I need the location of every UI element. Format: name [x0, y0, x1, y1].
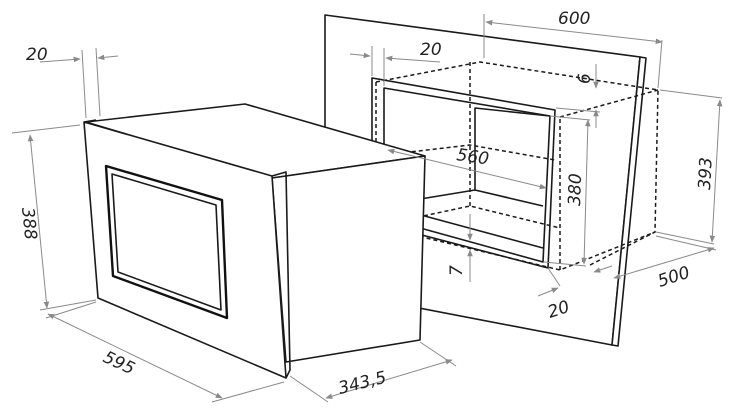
- microwave-door-window: [104, 164, 229, 320]
- dim-microwave-height: 388: [11, 124, 97, 311]
- microwave-body: [83, 103, 426, 379]
- dim-niche-top-gap: 6: [555, 64, 601, 128]
- dim-label-niche-height: 393: [695, 157, 717, 190]
- dim-label-microwave-frame: 20: [26, 45, 48, 65]
- dim-label-cutout-width: 560: [455, 145, 490, 169]
- dim-niche-width: 600: [483, 9, 663, 89]
- dim-label-niche-depth: 500: [655, 263, 692, 292]
- dim-microwave-frame: 20: [26, 45, 119, 119]
- dim-label-microwave-depth: 343,5: [336, 368, 388, 399]
- dim-niche-height: 393: [655, 89, 723, 245]
- dim-label-niche-top-gap: 6: [575, 73, 595, 84]
- dim-label-niche-width: 600: [558, 9, 590, 29]
- dim-label-niche-side-gap: 20: [420, 40, 442, 60]
- dim-label-microwave-width: 595: [100, 347, 138, 379]
- dim-cutout-height: 380: [543, 115, 591, 267]
- dim-cutout-width: 560: [387, 145, 547, 190]
- dim-cutout-bottom-offset: 7: [447, 214, 473, 282]
- dim-label-cutout-bottom-offset: 7: [447, 265, 467, 276]
- dim-label-cutout-height: 380: [565, 173, 586, 206]
- dim-niche-side-gap: 20: [349, 40, 442, 86]
- dim-label-microwave-height: 388: [17, 206, 40, 241]
